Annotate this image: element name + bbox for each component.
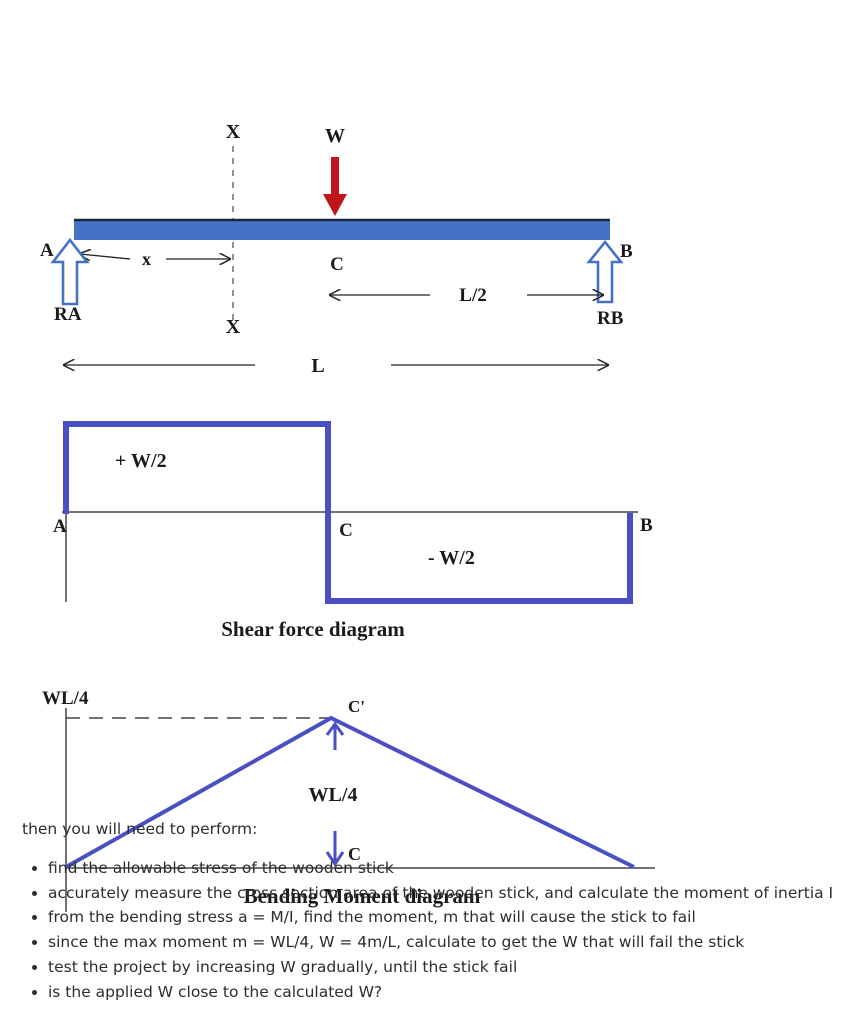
section-mark-top: X <box>226 121 241 143</box>
load-arrow <box>323 157 347 216</box>
moment-peak-label: C' <box>348 697 365 716</box>
x-dimension-label: x <box>142 249 151 269</box>
list-item: accurately measure the cross section are… <box>48 881 848 906</box>
list-item: test the project by increasing W gradual… <box>48 955 848 980</box>
reaction-a-arrow <box>50 237 90 306</box>
shear-negative-label: - W/2 <box>428 547 475 569</box>
moment-line <box>65 715 635 869</box>
list-item: is the applied W close to the calculated… <box>48 980 848 1005</box>
span-label: L <box>311 355 324 377</box>
shear-c-label: C <box>339 520 353 541</box>
moment-peak-value: WL/4 <box>309 784 358 806</box>
midpoint-label: C <box>330 254 344 275</box>
moment-max-axis-label: WL/4 <box>42 688 89 709</box>
section-mark-bottom: X <box>226 316 241 338</box>
support-a-label: A <box>40 240 54 261</box>
shear-diagram-title: Shear force diagram <box>221 617 405 641</box>
instructions-intro: then you will need to perform: <box>22 820 258 838</box>
x-dimension-arrow-left <box>80 254 131 259</box>
reaction-b-arrow <box>586 239 624 304</box>
beam <box>74 219 610 240</box>
shear-a-label: A <box>53 516 67 537</box>
shear-positive-label: + W/2 <box>115 450 167 472</box>
instructions-list: find the allowable stress of the wooden … <box>20 856 848 1004</box>
list-item: from the bending stress a = M/I, find th… <box>48 905 848 930</box>
bending-moment-diagram: WL/4 C' WL/4 C Bending Moment diagram <box>42 688 655 912</box>
shear-force-diagram: + W/2 A C B - W/2 Shear force diagram <box>53 421 653 641</box>
moment-arrow-down <box>325 831 345 867</box>
reaction-a-label: RA <box>54 304 82 325</box>
half-span-label: L/2 <box>459 285 486 306</box>
reaction-b-label: RB <box>597 308 624 329</box>
moment-c-label: C <box>348 844 361 864</box>
list-item: since the max moment m = WL/4, W = 4m/L,… <box>48 930 848 955</box>
moment-diagram-title: Bending Moment diagram <box>244 884 481 908</box>
list-item: find the allowable stress of the wooden … <box>48 856 848 881</box>
support-b-label: B <box>620 241 633 262</box>
load-label: W <box>325 125 345 147</box>
shear-b-label: B <box>640 515 653 536</box>
shear-line <box>63 421 633 604</box>
beam-section: X W A B x C L/2 RA X RB L <box>40 121 633 377</box>
moment-arrow-up <box>325 721 345 750</box>
